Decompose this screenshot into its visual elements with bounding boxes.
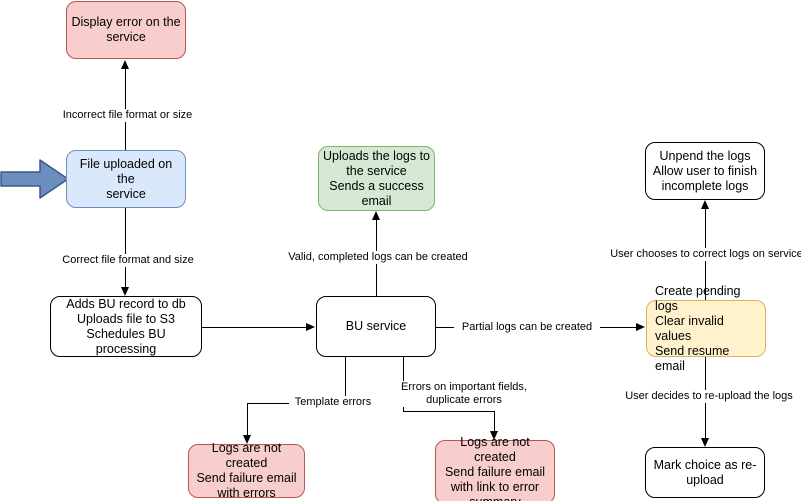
node-uploads-logs[interactable]: Uploads the logs to the service Sends a …	[318, 146, 435, 211]
node-file-uploaded[interactable]: File uploaded on the service	[66, 150, 186, 208]
node-unpend-logs[interactable]: Unpend the logs Allow user to finish inc…	[645, 142, 765, 200]
input-flow-arrow	[0, 159, 69, 199]
edge-important-errors-to-logs-not-created-2	[494, 411, 495, 432]
edge-adds-bu-record-to-bu-service	[201, 327, 307, 328]
node-bu-service[interactable]: BU service	[316, 296, 436, 357]
node-mark-choice-reupload[interactable]: Mark choice as re- upload	[645, 447, 765, 498]
edge-label-correct-format: Correct file format and size	[58, 254, 198, 267]
edge-template-errors-to-logs-not-created-1	[247, 403, 248, 436]
node-display-error[interactable]: Display error on the service	[66, 1, 186, 59]
edge-label-important-errors: Errors on important fields, duplicate er…	[391, 381, 537, 407]
arrowhead-up-uploads-logs	[371, 211, 380, 220]
edge-label-partial-logs: Partial logs can be created	[454, 321, 600, 334]
arrowhead-up-unpend-logs	[700, 200, 709, 209]
node-logs-not-created-template[interactable]: Logs are not created Send failure email …	[188, 441, 305, 500]
arrowhead-right-bu-service	[306, 322, 315, 331]
arrowhead-down-adds-bu-record	[120, 287, 129, 296]
arrowhead-down-logs-not-created-1	[242, 435, 251, 444]
node-create-pending-logs[interactable]: Create pending logs Clear invalid values…	[646, 284, 766, 373]
arrowhead-right-create-pending	[636, 322, 645, 331]
edge-label-template-errors: Template errors	[289, 396, 377, 409]
edge-file-uploaded-to-adds-bu-record	[125, 208, 126, 288]
arrowhead-down-logs-not-created-2	[489, 431, 498, 440]
edge-label-valid-logs: Valid, completed logs can be created	[281, 251, 475, 264]
node-adds-bu-record[interactable]: Adds BU record to db Uploads file to S3 …	[50, 296, 202, 357]
node-logs-not-created-fields[interactable]: Logs are not created Send failure email …	[435, 435, 555, 501]
edge-label-incorrect-format: Incorrect file format or size	[55, 109, 200, 122]
edge-label-user-reuploads: User decides to re-upload the logs	[614, 390, 801, 403]
arrowhead-up-display-error	[120, 60, 129, 69]
arrowhead-down-mark-choice	[700, 438, 709, 447]
edge-bu-service-template-errors-stub	[345, 357, 346, 404]
edge-bu-service-important-errors-elbow	[403, 411, 495, 412]
edge-label-user-corrects: User chooses to correct logs on service	[608, 248, 801, 261]
